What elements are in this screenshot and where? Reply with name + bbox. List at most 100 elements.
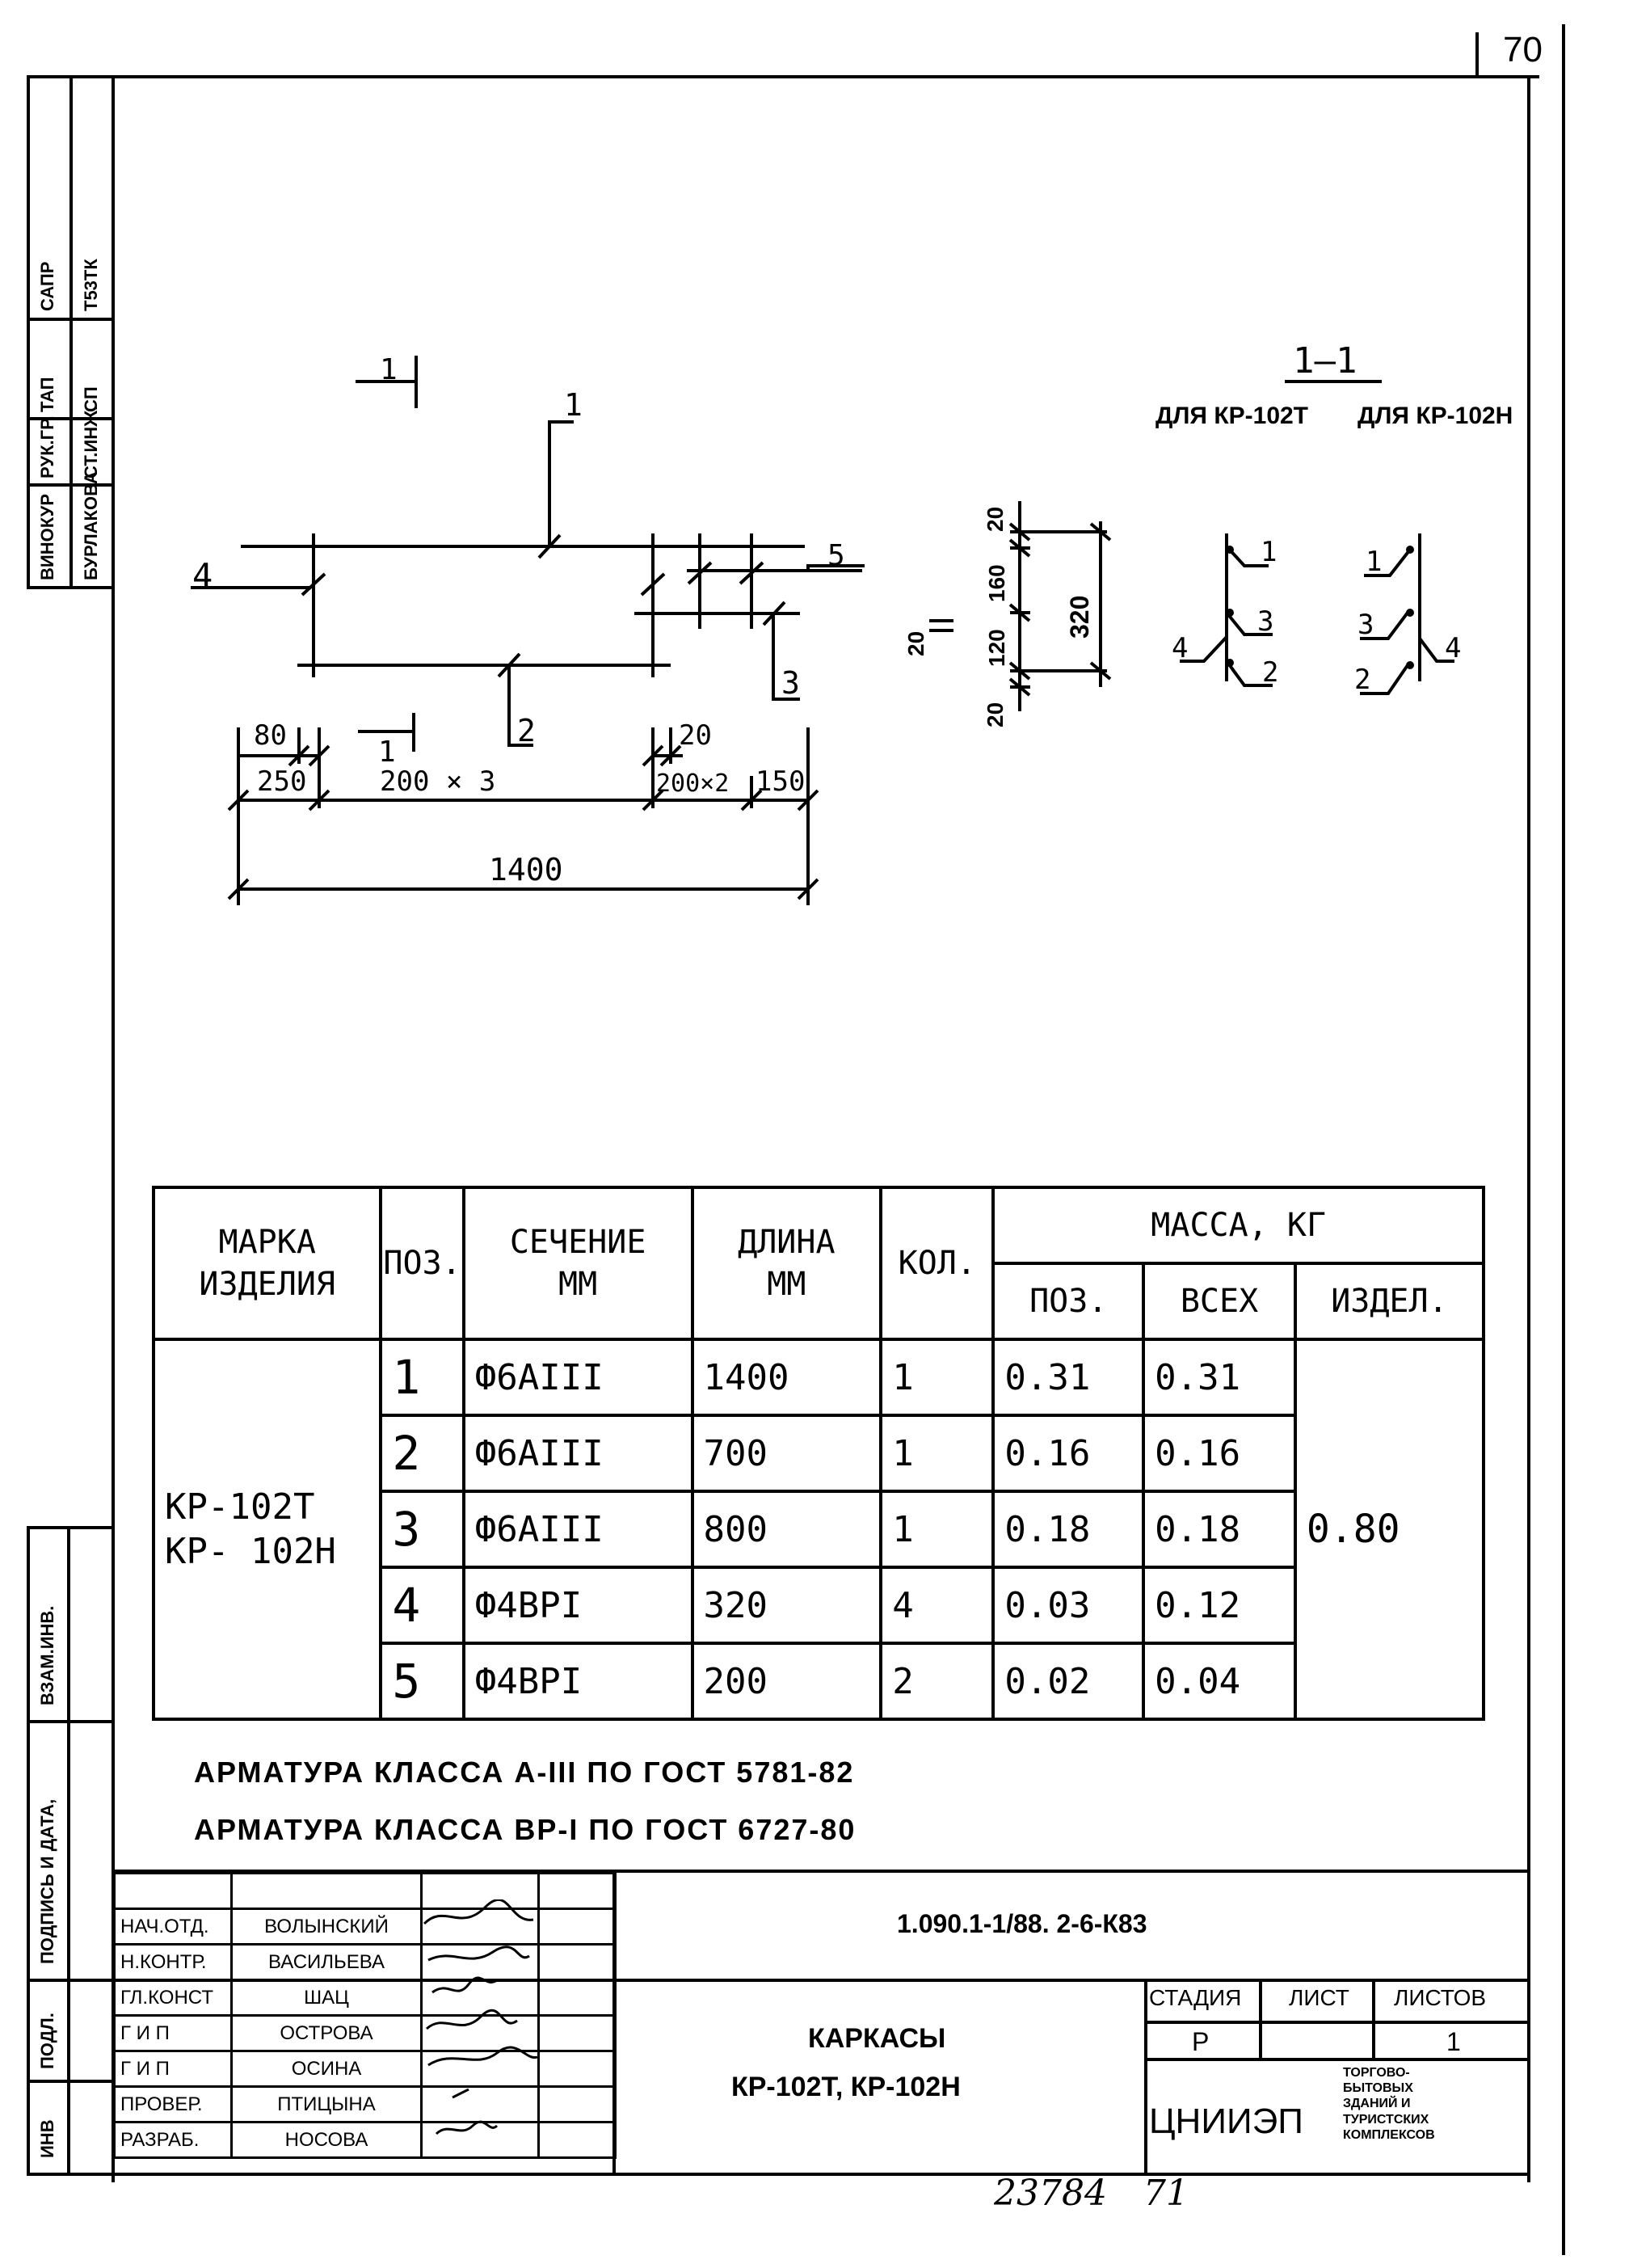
cell-sechenie: Ф4ВРI [461, 1566, 694, 1645]
vdim-120: 120 [984, 629, 1009, 667]
list-label: ЛИСТ [1289, 1985, 1349, 2010]
dim-200x3: 200 × 3 [380, 765, 496, 798]
section-left-1: 1 [1261, 536, 1278, 568]
section-right-3: 3 [1358, 609, 1374, 641]
table-row: 2 Ф6АIII 700 1 0.16 0.16 [154, 1414, 1484, 1493]
name-cell: ВОЛЫНСКИЙ [230, 1908, 423, 1946]
cell-massa-poz: 0.03 [991, 1566, 1146, 1645]
cell-massa-poz: 0.02 [991, 1642, 1146, 1721]
signature-row: НАЧ.ОТД. ВОЛЫНСКИЙ [113, 1908, 617, 1946]
side-label-vzam-inv: ВЗАМ.ИНВ. [37, 1605, 57, 1705]
name-cell: ВАСИЛЬЕВА [230, 1943, 423, 1981]
signature-cell [420, 2050, 540, 2088]
role-cell: Г И П [113, 2014, 233, 2052]
specification-table: МАРКА ИЗДЕЛИЯ ПОЗ. СЕЧЕНИЕ ММ ДЛИНА ММ К… [151, 1186, 1486, 1721]
section-left-2: 2 [1262, 656, 1279, 689]
vdim-20-top: 20 [983, 506, 1008, 532]
header-marka: МАРКА ИЗДЕЛИЯ [151, 1186, 383, 1341]
header-massa-vseh: ВСЕХ [1142, 1262, 1297, 1341]
cell-dlina: 800 [690, 1490, 883, 1569]
side-label-podpis: ПОДПИСЬ И ДАТА, [37, 1798, 57, 1964]
sheet-number: 70 [1503, 30, 1543, 70]
signature-cell [420, 2121, 540, 2159]
side-label-tap: ТАП [37, 377, 57, 412]
cell-massa-poz: 0.16 [991, 1414, 1146, 1493]
side-label-inv: ИНВ [37, 2119, 57, 2158]
pos1-label: 1 [564, 387, 583, 423]
vdim-320: 320 [1065, 595, 1094, 639]
cell-massa-poz: 0.31 [991, 1338, 1146, 1417]
listov-label: ЛИСТОВ [1394, 1985, 1487, 2010]
section-left-3: 3 [1257, 605, 1274, 638]
table-row: 3 Ф6АIII 800 1 0.18 0.18 [154, 1490, 1484, 1569]
section-title: 1—1 [1293, 340, 1358, 382]
dim-20: 20 [679, 719, 712, 752]
section-caption-t: ДЛЯ КР-102Т [1155, 403, 1309, 429]
signature-cell [420, 1979, 540, 2017]
cell-kol: 4 [879, 1566, 996, 1645]
dim-150: 150 [756, 765, 806, 798]
cell-poz: 4 [379, 1566, 465, 1645]
pos4-label: 4 [192, 556, 213, 596]
role-cell: Н.КОНТР. [113, 1943, 233, 1981]
pos5-label: 5 [827, 539, 845, 572]
cell-massa-vseh: 0.12 [1142, 1566, 1297, 1645]
product-mark: КР-102Т КР- 102Н [151, 1338, 383, 1721]
name-cell: НОСОВА [230, 2121, 423, 2159]
signature-row: РАЗРАБ. НОСОВА [113, 2121, 617, 2159]
signature-row: ПРОВЕР. ПТИЦЫНА [113, 2085, 617, 2123]
table-row: 4 Ф4ВРI 320 4 0.03 0.12 [154, 1566, 1484, 1645]
stadia-label: СТАДИЯ [1149, 1985, 1242, 2010]
cell-sechenie: Ф6АIII [461, 1338, 694, 1417]
cell-kol: 1 [879, 1338, 996, 1417]
side-value-burlakova: БУРЛАКОВА [81, 471, 101, 580]
section-right-4: 4 [1445, 632, 1462, 664]
dim-250: 250 [257, 765, 307, 798]
pos3-label: 3 [781, 665, 800, 701]
cell-poz: 1 [379, 1338, 465, 1417]
title-line-2: КР-102Т, КР-102Н [731, 2072, 961, 2102]
side-stamp-bottom [27, 1526, 115, 2176]
side-label-sapr: САПР [37, 261, 57, 311]
cell-sechenie: Ф6АIII [461, 1490, 694, 1569]
section-caption-n: ДЛЯ КР-102Н [1358, 403, 1513, 429]
cell-kol: 1 [879, 1414, 996, 1493]
cell-massa-izdel: 0.80 [1293, 1338, 1486, 1721]
role-cell: ГЛ.КОНСТ [113, 1979, 233, 2017]
cell-sechenie: Ф6АIII [461, 1414, 694, 1493]
signature-row: ГЛ.КОНСТ ШАЦ [113, 1979, 617, 2017]
cell-dlina: 1400 [690, 1338, 883, 1417]
header-massa-poz: ПОЗ. [991, 1262, 1146, 1341]
name-cell: ОСТРОВА [230, 2014, 423, 2052]
cell-massa-poz: 0.18 [991, 1490, 1146, 1569]
table-row: КР-102Т КР- 102Н 1 Ф6АIII 1400 1 0.31 0.… [151, 1338, 1486, 1721]
note-rebar-a3: АРМАТУРА КЛАССА А-III ПО ГОСТ 5781-82 [194, 1756, 855, 1789]
title-line-1: КАРКАСЫ [808, 2023, 946, 2054]
signature-row: Н.КОНТР. ВАСИЛЬЕВА [113, 1943, 617, 1981]
name-cell: ШАЦ [230, 1979, 423, 2017]
signature-table: НАЧ.ОТД. ВОЛЫНСКИЙ Н.КОНТР. ВАСИЛЬЕВА ГЛ… [113, 1872, 617, 2159]
archive-page: 71 [1143, 2173, 1189, 2214]
signature-scribbles [423, 1899, 538, 2135]
note-rebar-vr1: АРМАТУРА КЛАССА ВР-I ПО ГОСТ 6727-80 [194, 1813, 857, 1846]
vdim-20-left: 20 [903, 630, 928, 656]
header-sechenie: СЕЧЕНИЕ ММ [461, 1186, 694, 1341]
role-cell: ПРОВЕР. [113, 2085, 233, 2123]
side-value-stinzh: СТ.ИНЖ. [81, 405, 101, 478]
side-label-vinokur: ВИНОКУР [37, 493, 57, 580]
role-cell: РАЗРАБ. [113, 2121, 233, 2159]
cell-massa-vseh: 0.16 [1142, 1414, 1297, 1493]
side-value-t53tk: Т53ТК [81, 259, 101, 311]
role-cell: Г И П [113, 2050, 233, 2088]
organization-description: ТОРГОВО- БЫТОВЫХ ЗДАНИЙ И ТУРИСТСКИХ КОМ… [1343, 2066, 1435, 2142]
cell-poz: 2 [379, 1414, 465, 1493]
cell-dlina: 200 [690, 1642, 883, 1721]
table-row: 5 Ф4ВРI 200 2 0.02 0.04 [154, 1642, 1484, 1721]
cell-dlina: 320 [690, 1566, 883, 1645]
archive-number: 23784 [994, 2173, 1107, 2214]
dim-1400: 1400 [489, 852, 563, 887]
section-mark-top: 1 [380, 353, 398, 386]
signature-cell [420, 2085, 540, 2123]
cell-sechenie: Ф4ВРI [461, 1642, 694, 1721]
